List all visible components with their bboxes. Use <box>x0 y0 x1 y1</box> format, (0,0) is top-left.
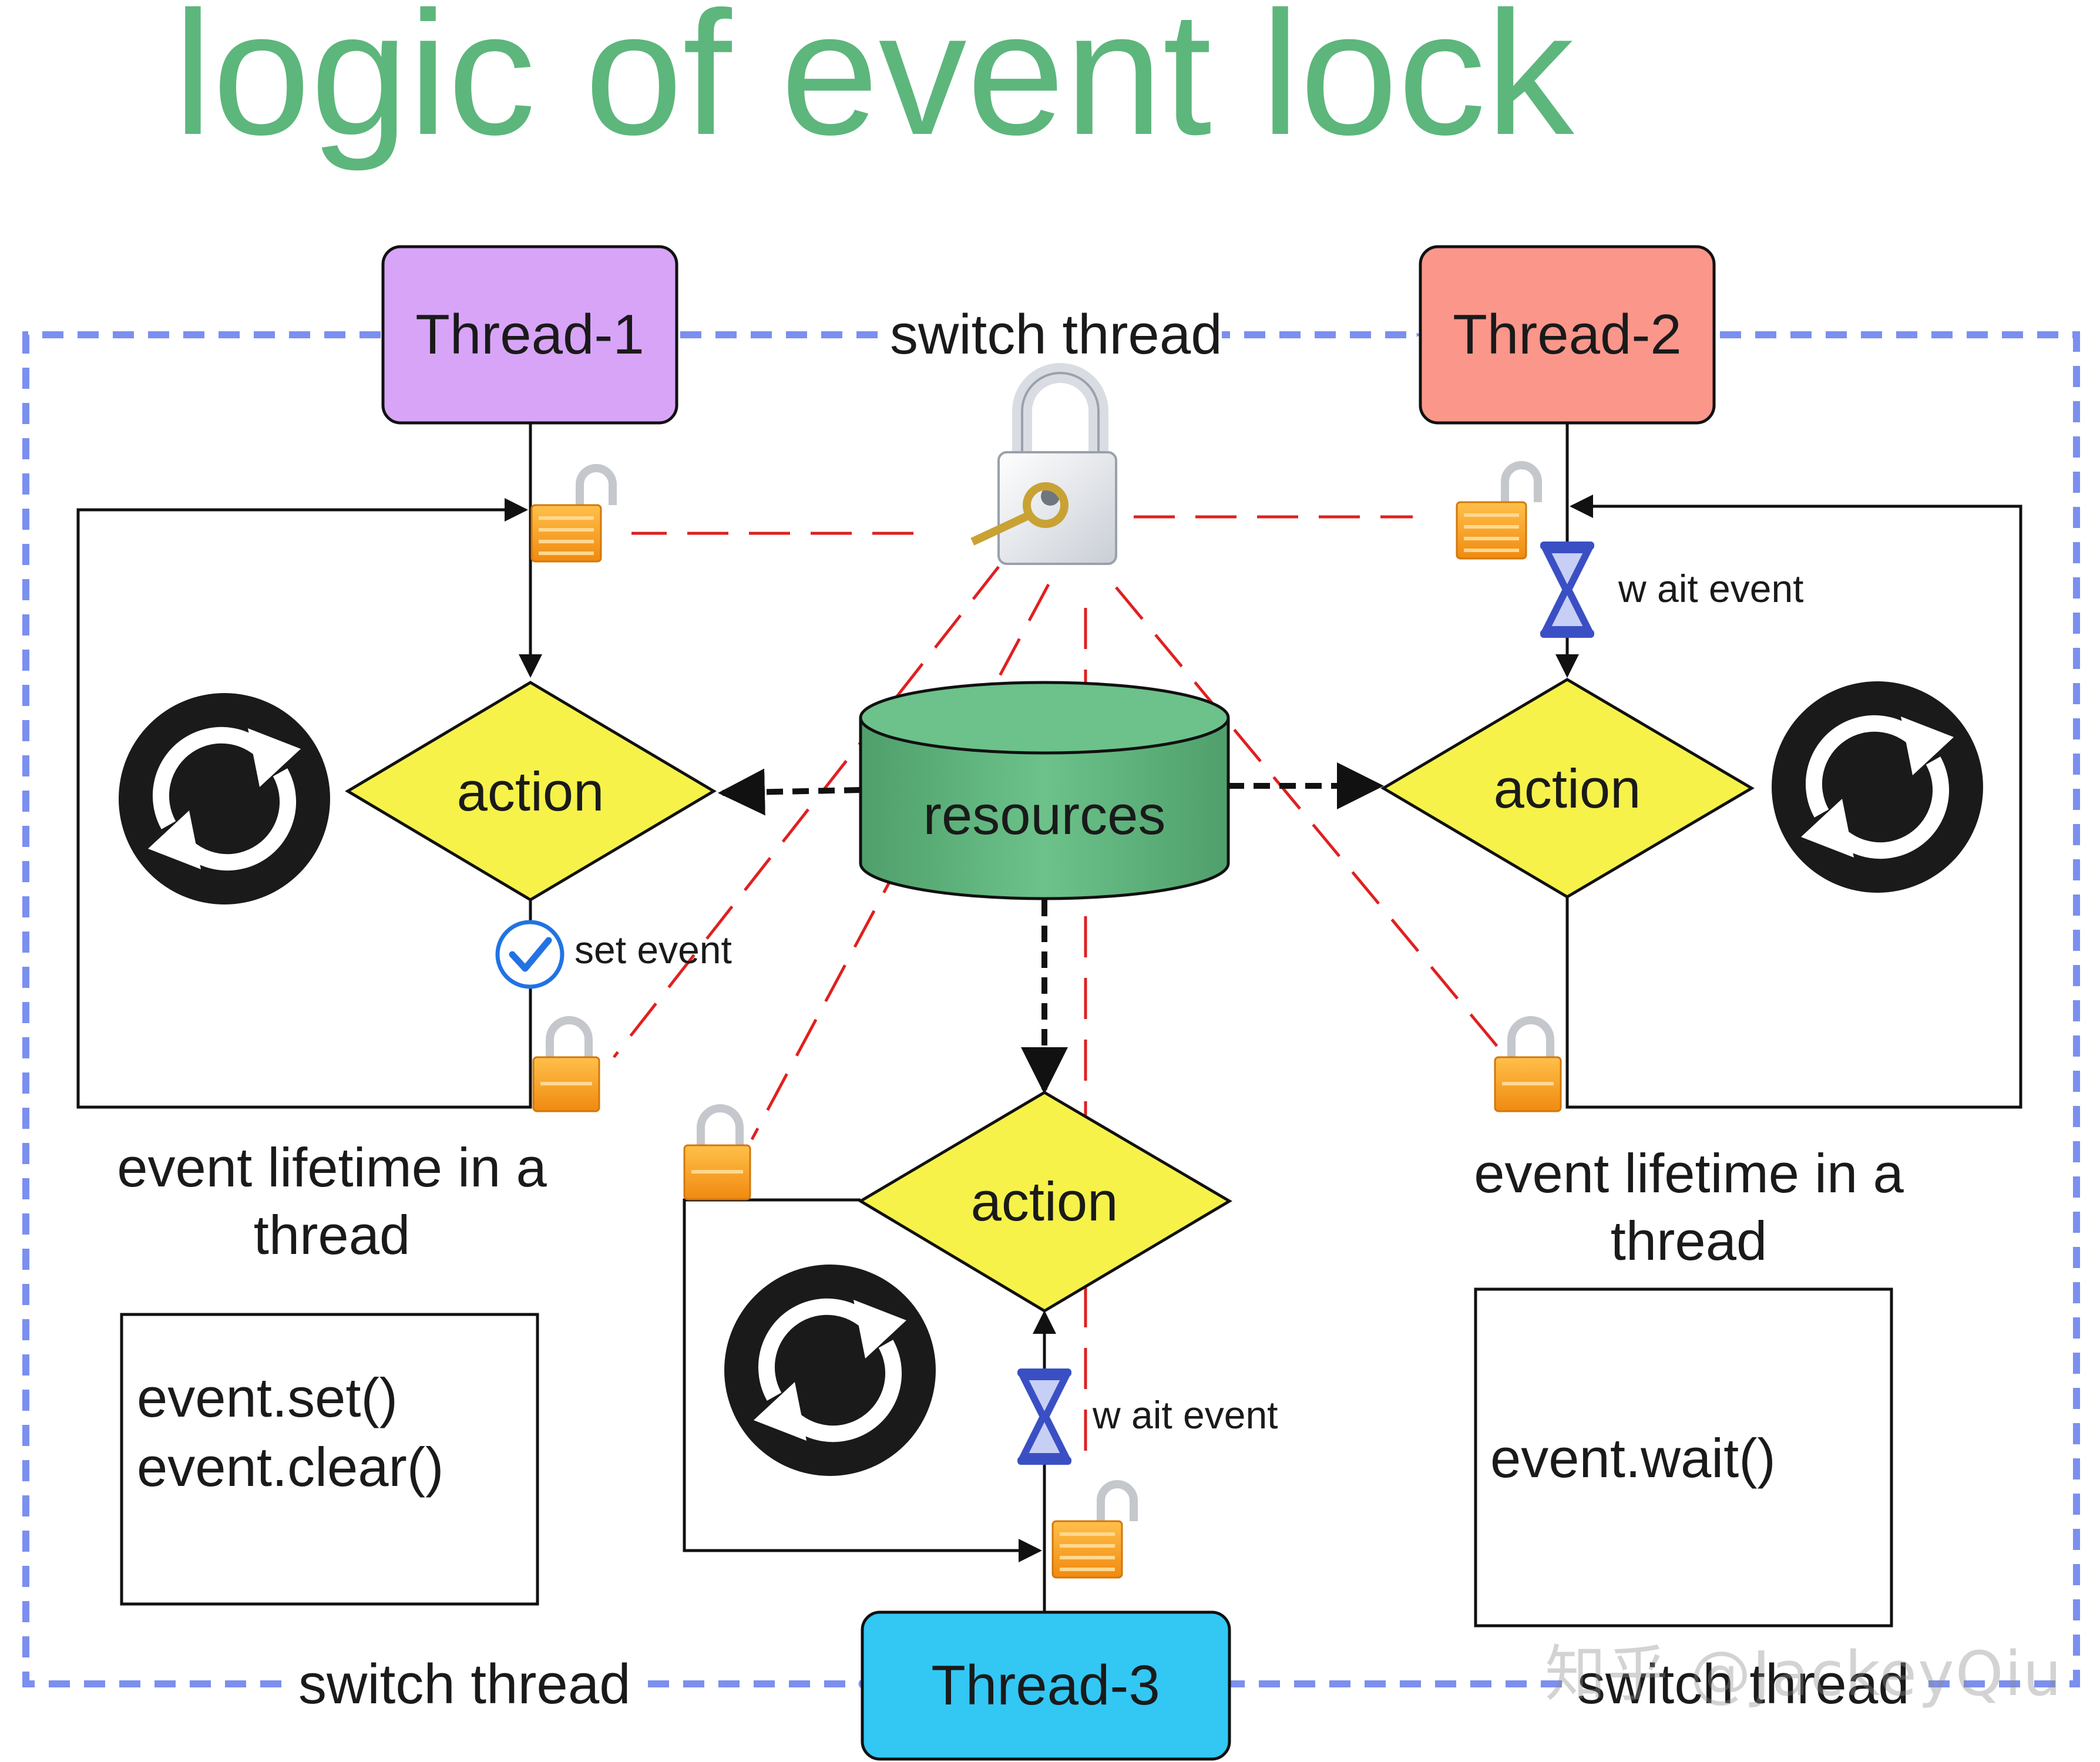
code-left-line2: event.clear() <box>137 1436 443 1498</box>
padlock-icon <box>530 464 617 563</box>
thread-2-label: Thread-2 <box>1453 303 1682 366</box>
wait-event-label-bottom: w ait event <box>1092 1393 1278 1437</box>
padlock-icon <box>1051 1480 1138 1579</box>
action-left-diamond: action <box>345 681 717 902</box>
resource-access-lines <box>718 762 1384 1094</box>
padlock-icon <box>532 1016 600 1112</box>
switch-thread-label-bottom-left: switch thread <box>298 1653 631 1716</box>
thread2-loop-arrow <box>1565 495 2022 1109</box>
resources-cylinder: resources <box>859 681 1230 900</box>
padlock-icon <box>1494 1016 1562 1112</box>
action-bottom-diamond: action <box>858 1091 1232 1313</box>
action-bottom-label: action <box>971 1171 1118 1232</box>
wait-event-label-right: w ait event <box>1618 567 1804 610</box>
resource-to-action-left <box>718 768 861 816</box>
padlock-icon <box>1456 461 1542 560</box>
thread1-loop-arrow <box>76 498 532 1109</box>
switch-thread-label-top: switch thread <box>890 303 1222 366</box>
caption-right-line1: event lifetime in a <box>1474 1142 1904 1204</box>
resources-label: resources <box>923 784 1166 846</box>
caption-right-line2: thread <box>1611 1210 1768 1272</box>
thread3-loop-arrow <box>683 1198 1042 1562</box>
code-box-left: event.set() event.clear() <box>120 1313 539 1606</box>
refresh-icon <box>119 693 330 904</box>
switch-thread-label-bottom-right: switch thread <box>1577 1653 1910 1716</box>
hourglass-icon <box>1540 542 1594 638</box>
hourglass-icon <box>1017 1368 1071 1465</box>
code-box-right: event.wait() <box>1474 1287 1893 1628</box>
diagram-title: logic of event lock <box>173 0 1577 173</box>
action-right-diamond: action <box>1380 678 1755 899</box>
code-left-line1: event.set() <box>137 1367 398 1428</box>
action-right-label: action <box>1494 758 1641 819</box>
caption-left-line2: thread <box>254 1204 411 1266</box>
action-left-label: action <box>457 761 604 822</box>
set-event-label: set event <box>574 928 732 971</box>
caption-left-line1: event lifetime in a <box>117 1136 547 1198</box>
refresh-icon <box>724 1265 936 1476</box>
padlock-icon <box>683 1104 751 1201</box>
check-circle-icon <box>495 920 565 989</box>
thread-3-box: Thread-3 <box>861 1610 1231 1761</box>
padlock-with-key-icon <box>970 363 1117 565</box>
code-right-line1: event.wait() <box>1490 1427 1776 1489</box>
refresh-icon <box>1772 681 1983 893</box>
thread-1-box: Thread-1 <box>381 245 678 425</box>
thread-1-label: Thread-1 <box>415 303 644 366</box>
thread-3-label: Thread-3 <box>931 1654 1160 1717</box>
watermark: 知乎 @JackeyQiu <box>1545 1638 2063 1710</box>
thread-2-box: Thread-2 <box>1419 245 1716 425</box>
